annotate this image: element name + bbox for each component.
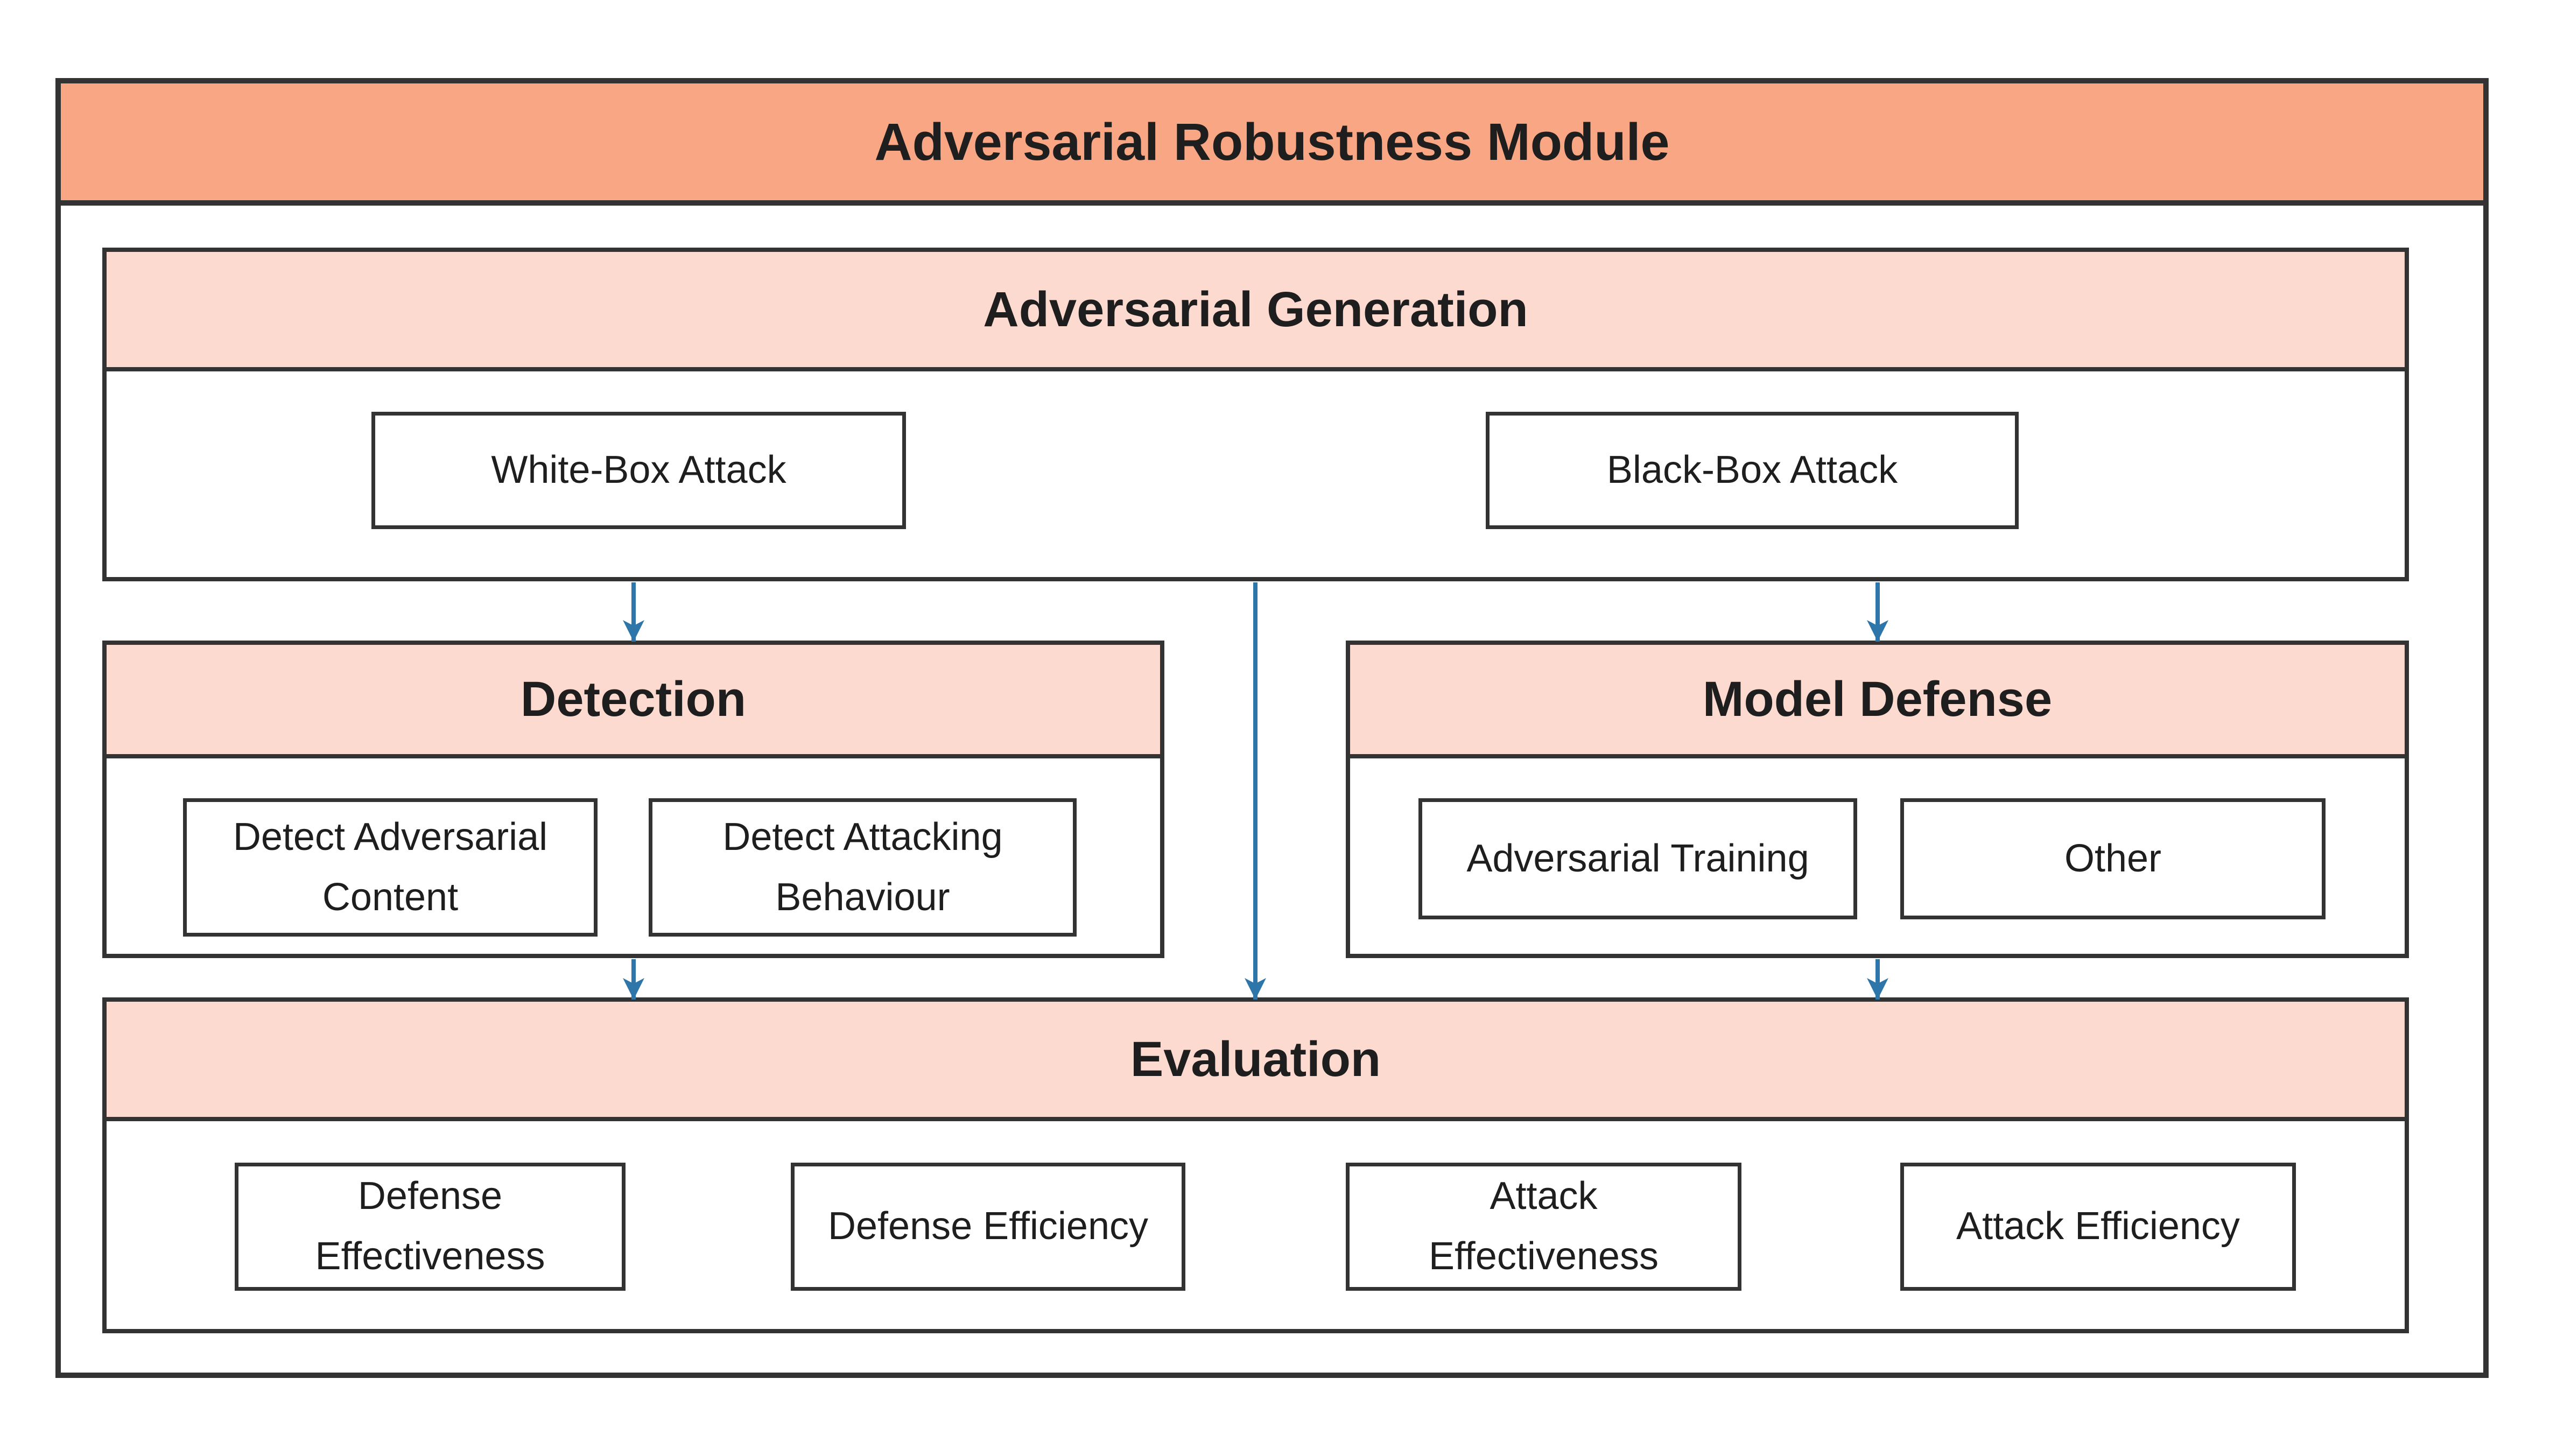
black-box-attack-label: Black-Box Attack xyxy=(1606,448,1898,492)
box-defense-efficiency: Defense Efficiency xyxy=(791,1163,1185,1291)
box-attack-effectiveness: Attack Effectiveness xyxy=(1346,1163,1741,1291)
defense-effectiveness-label: Defense Effectiveness xyxy=(315,1174,545,1278)
attack-efficiency-label: Attack Efficiency xyxy=(1956,1205,2240,1248)
box-other: Other xyxy=(1900,798,2326,919)
box-adversarial-training: Adversarial Training xyxy=(1418,798,1857,919)
box-detect-adversarial-content: Detect Adversarial Content xyxy=(183,798,598,937)
white-box-attack-label: White-Box Attack xyxy=(491,448,786,492)
module-title-bar: Adversarial Robustness Module xyxy=(55,78,2489,206)
detection-header: Detection xyxy=(107,645,1160,758)
adversarial-generation-label: Adversarial Generation xyxy=(983,282,1528,337)
box-defense-effectiveness: Defense Effectiveness xyxy=(235,1163,626,1291)
adversarial-generation-header: Adversarial Generation xyxy=(107,252,2405,371)
detection-label: Detection xyxy=(520,672,747,727)
evaluation-label: Evaluation xyxy=(1130,1031,1381,1087)
detect-attacking-behaviour-label: Detect Attacking Behaviour xyxy=(722,815,1003,919)
box-detect-attacking-behaviour: Detect Attacking Behaviour xyxy=(649,798,1077,937)
evaluation-header: Evaluation xyxy=(107,1002,2405,1121)
adversarial-training-label: Adversarial Training xyxy=(1466,836,1809,880)
box-white-box-attack: White-Box Attack xyxy=(371,412,906,529)
box-attack-efficiency: Attack Efficiency xyxy=(1900,1163,2296,1291)
attack-effectiveness-label: Attack Effectiveness xyxy=(1429,1174,1659,1278)
defense-efficiency-label: Defense Efficiency xyxy=(828,1205,1148,1248)
detect-adversarial-content-label: Detect Adversarial Content xyxy=(233,815,548,919)
model-defense-header: Model Defense xyxy=(1350,645,2405,758)
other-label: Other xyxy=(2064,836,2162,880)
model-defense-label: Model Defense xyxy=(1702,672,2053,727)
module-title: Adversarial Robustness Module xyxy=(874,112,1670,171)
box-black-box-attack: Black-Box Attack xyxy=(1486,412,2019,529)
